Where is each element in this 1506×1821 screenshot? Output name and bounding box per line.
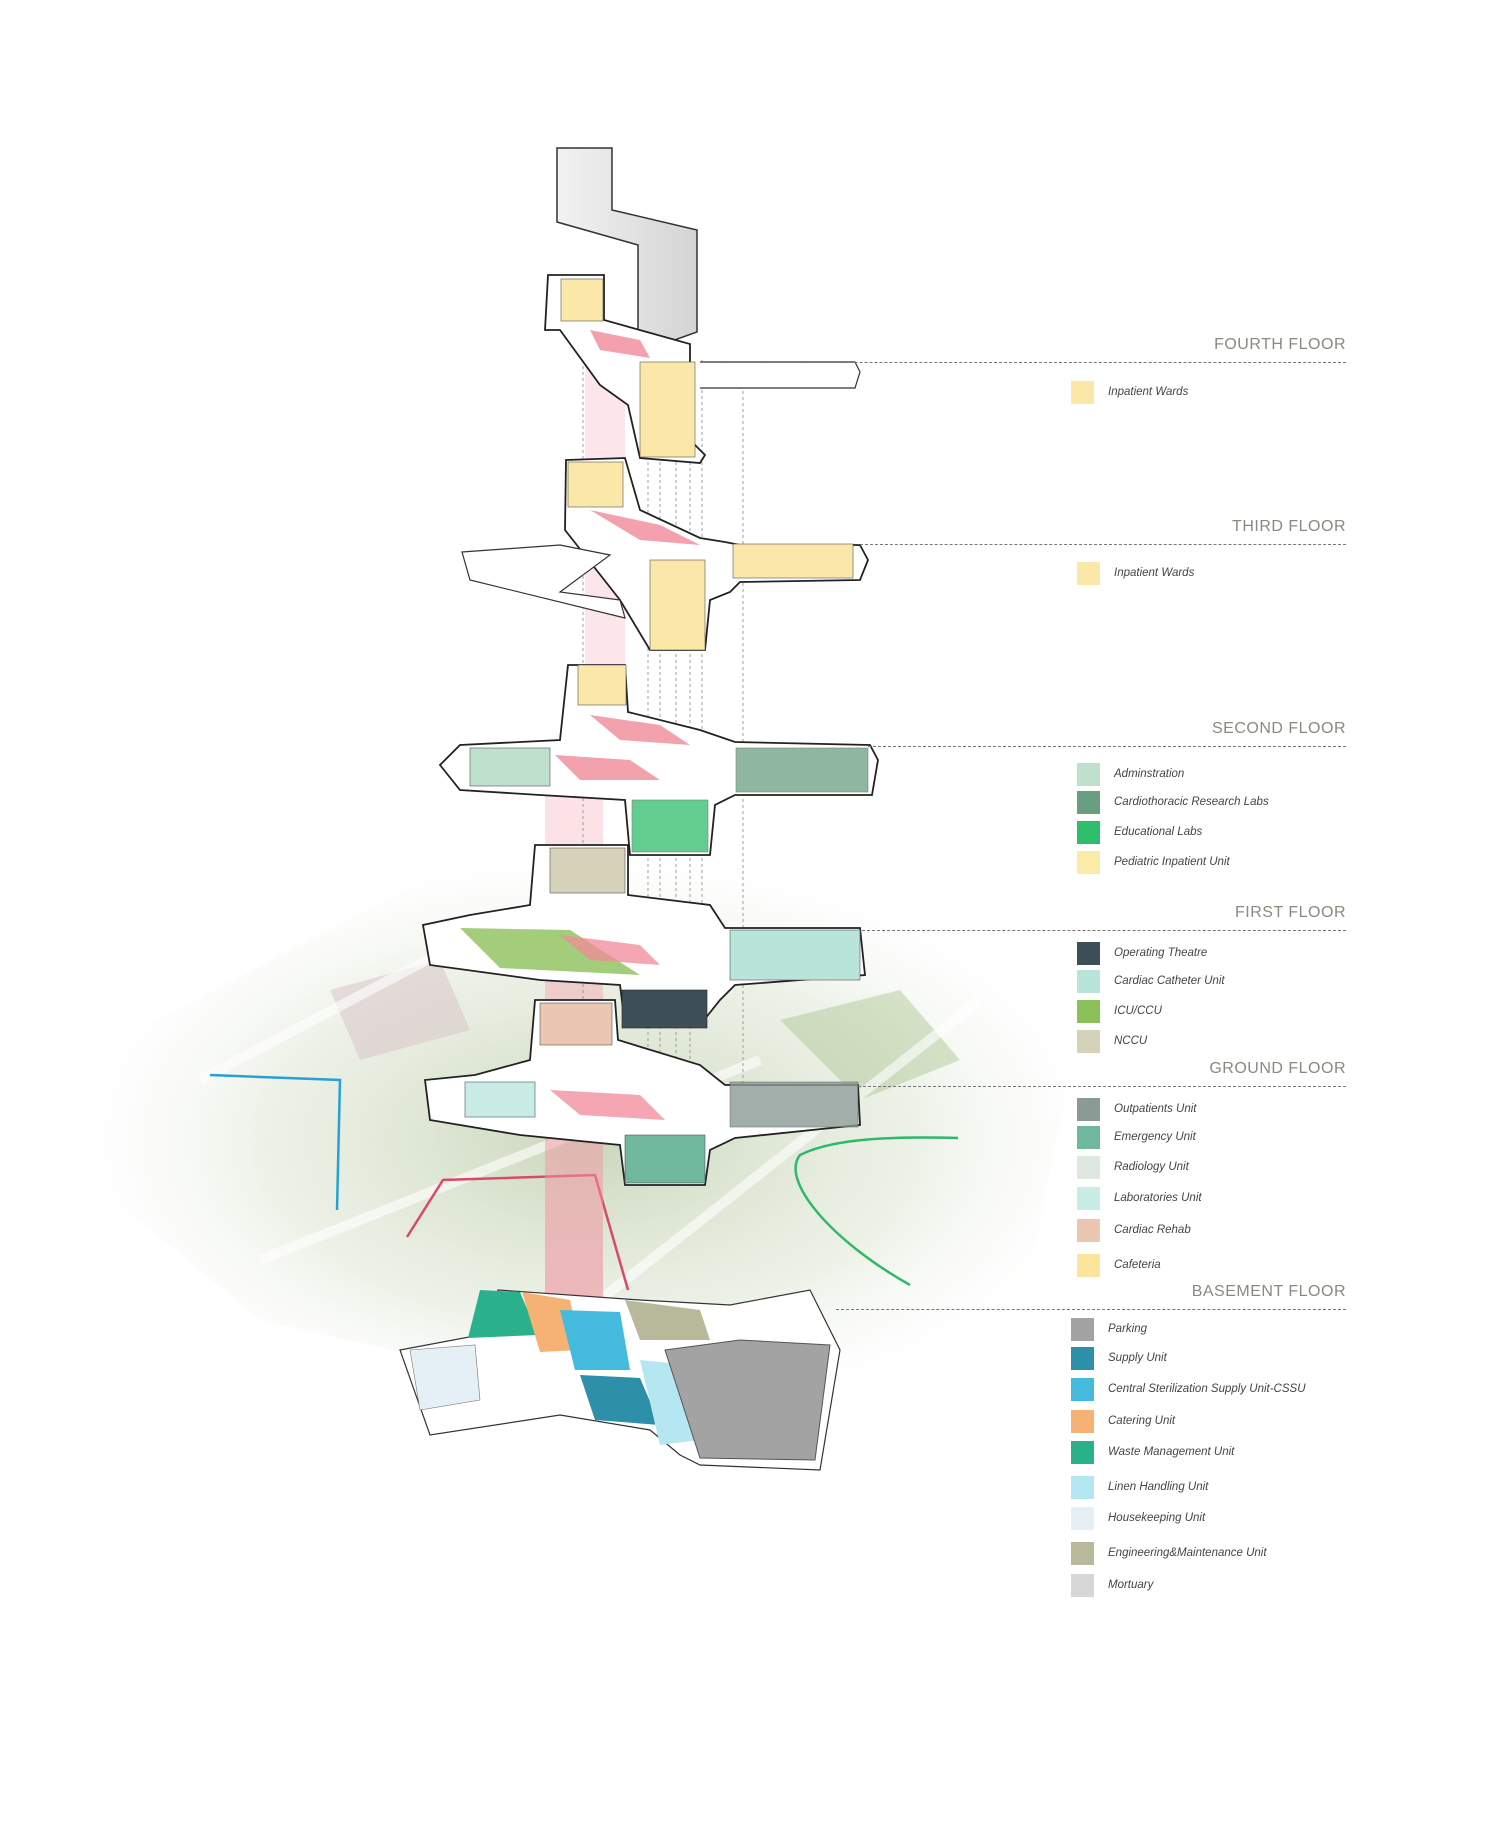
basement-floor-plan: [399, 1289, 841, 1471]
second-floor-plan: [438, 664, 879, 856]
third-floor-plan: [461, 457, 869, 651]
first-floor-plan: [421, 844, 866, 1029]
fourth-floor-plan: [544, 274, 861, 464]
ground-floor-plan: [423, 999, 861, 1186]
